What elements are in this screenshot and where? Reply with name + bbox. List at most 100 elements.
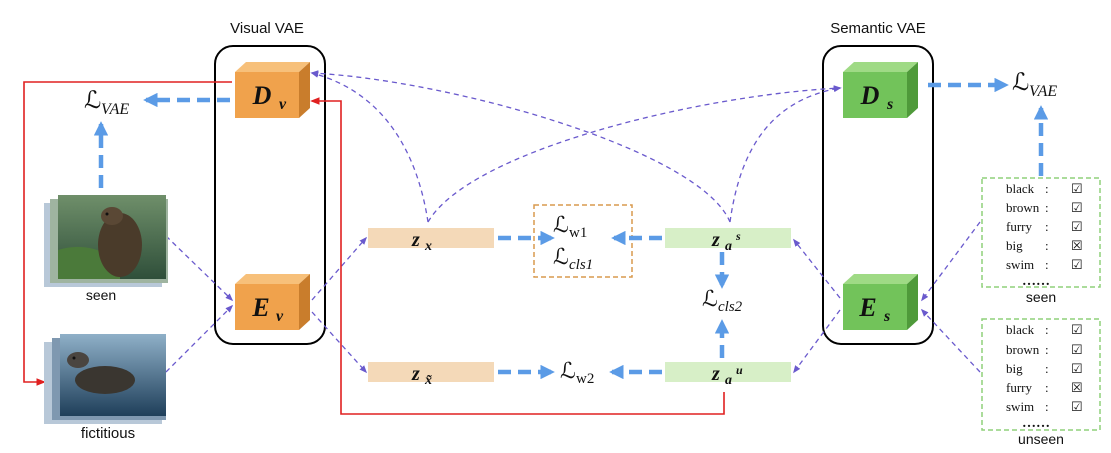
red-zau-to-dv <box>310 97 725 415</box>
loss-cls1-sub: cls1 <box>569 257 593 273</box>
purple-arrows <box>165 70 981 374</box>
attr-seen-0-mark: ☑ <box>1071 181 1083 196</box>
loss-vae-left-sub: VAE <box>101 101 129 118</box>
fictitious-image <box>44 334 166 424</box>
arrow-attrunseen-to-es <box>920 308 981 373</box>
attr-unseen-0-mark: ☑ <box>1071 322 1083 337</box>
decoder-v-letter: D <box>252 81 272 110</box>
attr-seen-4-name: swim <box>1006 257 1034 272</box>
arrow-ev-to-zx <box>311 236 368 301</box>
arrow-fictimg-to-ev <box>165 304 234 373</box>
loss-w2-sub: w2 <box>576 371 594 387</box>
loss-vae-right-script: ℒ <box>1012 70 1029 96</box>
zas-sup: s <box>735 229 741 243</box>
attr-seen-3-mark: ☒ <box>1071 238 1083 253</box>
decoder-s-letter: D <box>860 81 880 110</box>
red-lines <box>23 81 725 415</box>
encoder-s-letter: E <box>858 293 876 322</box>
attr-seen-0-sep: : <box>1045 181 1049 196</box>
zxt-bar <box>368 362 494 382</box>
attr-seen-rows: black : ☑ brown : ☑ furry : ☑ big : ☒ sw… <box>1006 181 1083 289</box>
attr-unseen-1-sep: : <box>1045 342 1049 357</box>
zxt-sub: x̃ <box>424 373 432 388</box>
encoder-v-cube: E v <box>235 274 310 330</box>
attr-unseen-2-mark: ☑ <box>1071 361 1083 376</box>
decoder-s-cube: D s <box>843 62 918 118</box>
attr-unseen-0-name: black <box>1006 322 1035 337</box>
attr-seen-1-name: brown <box>1006 200 1040 215</box>
zas-base: z <box>711 229 720 251</box>
attr-unseen-3-sep: : <box>1045 380 1049 395</box>
encoder-s-cube: E s <box>843 274 918 330</box>
zau-base: z <box>711 363 720 385</box>
loss-vae-right-sub: VAE <box>1029 83 1057 100</box>
attr-seen-2-sep: : <box>1045 219 1049 234</box>
loss-cls2-script: ℒ <box>702 286 718 311</box>
seen-image-label: seen <box>86 287 116 303</box>
semantic-vae-title: Semantic VAE <box>830 20 926 37</box>
attr-unseen-ellipsis: …… <box>1022 416 1050 431</box>
attr-seen-label: seen <box>1026 289 1056 305</box>
loss-w1-cls1-box <box>533 204 633 278</box>
loss-cls2-sub: cls2 <box>718 299 743 315</box>
attr-seen-panel <box>981 177 1101 288</box>
attr-seen-3-sep: : <box>1045 238 1049 253</box>
decoder-s-sub: s <box>886 96 893 113</box>
arrow-es-to-zas <box>793 238 841 299</box>
attr-seen-3-name: big <box>1006 238 1023 253</box>
loss-cls1-script: ℒ <box>553 244 569 269</box>
zas-bar <box>665 228 791 248</box>
encoder-s-sub: s <box>883 308 890 325</box>
encoder-v-letter: E <box>251 293 269 322</box>
arrow-seenimg-to-ev <box>165 235 234 302</box>
blue-arrows <box>93 77 1049 380</box>
zx-sub: x <box>424 239 432 254</box>
attr-seen-ellipsis: …… <box>1022 274 1050 289</box>
loss-w1-script: ℒ <box>553 212 569 237</box>
zx-bar <box>368 228 494 248</box>
attr-unseen-4-name: swim <box>1006 399 1034 414</box>
fictitious-image-label: fictitious <box>81 425 135 442</box>
arrow-attrseen-to-es <box>921 221 981 302</box>
attr-unseen-rows: black : ☑ brown : ☑ big : ☑ furry : ☒ sw… <box>1006 322 1083 431</box>
loss-w1-sub: w1 <box>569 225 587 241</box>
loss-vae-left-script: ℒ <box>84 88 101 114</box>
arrow-zas-to-ds <box>729 85 842 223</box>
zx-base: z <box>411 229 420 251</box>
zau-bar <box>665 362 791 382</box>
seen-image <box>44 195 168 287</box>
attr-unseen-0-sep: : <box>1045 322 1049 337</box>
visual-vae-frame <box>214 45 326 345</box>
attr-seen-1-mark: ☑ <box>1071 200 1083 215</box>
red-dv-to-fictitious <box>23 81 232 386</box>
attr-unseen-3-mark: ☒ <box>1071 380 1083 395</box>
attr-unseen-2-name: big <box>1006 361 1023 376</box>
encoder-v-sub: v <box>276 308 284 325</box>
decoder-v-cube: D v <box>235 62 310 118</box>
attr-unseen-4-mark: ☑ <box>1071 399 1083 414</box>
attr-seen-4-sep: : <box>1045 257 1049 272</box>
attr-unseen-4-sep: : <box>1045 399 1049 414</box>
attr-unseen-2-sep: : <box>1045 361 1049 376</box>
loss-w2-script: ℒ <box>560 358 576 383</box>
attr-unseen-panel <box>981 318 1101 431</box>
arrow-zx-to-ds <box>427 85 842 223</box>
arrow-es-to-zau <box>793 309 841 374</box>
decoder-v-sub: v <box>279 96 287 113</box>
zau-sub: a <box>725 373 732 388</box>
attr-seen-2-mark: ☑ <box>1071 219 1083 234</box>
attr-unseen-label: unseen <box>1018 431 1064 447</box>
semantic-vae-frame <box>822 45 934 345</box>
zxt-base: z <box>411 363 420 385</box>
arrow-zas-to-dv <box>310 70 731 223</box>
attr-unseen-1-mark: ☑ <box>1071 342 1083 357</box>
arrow-ev-to-zxt <box>311 311 368 374</box>
attr-seen-0-name: black <box>1006 181 1035 196</box>
attr-seen-4-mark: ☑ <box>1071 257 1083 272</box>
zau-sup: u <box>736 363 743 377</box>
attr-unseen-3-name: furry <box>1006 380 1032 395</box>
arrow-zx-to-dv <box>310 71 429 223</box>
attr-unseen-1-name: brown <box>1006 342 1040 357</box>
